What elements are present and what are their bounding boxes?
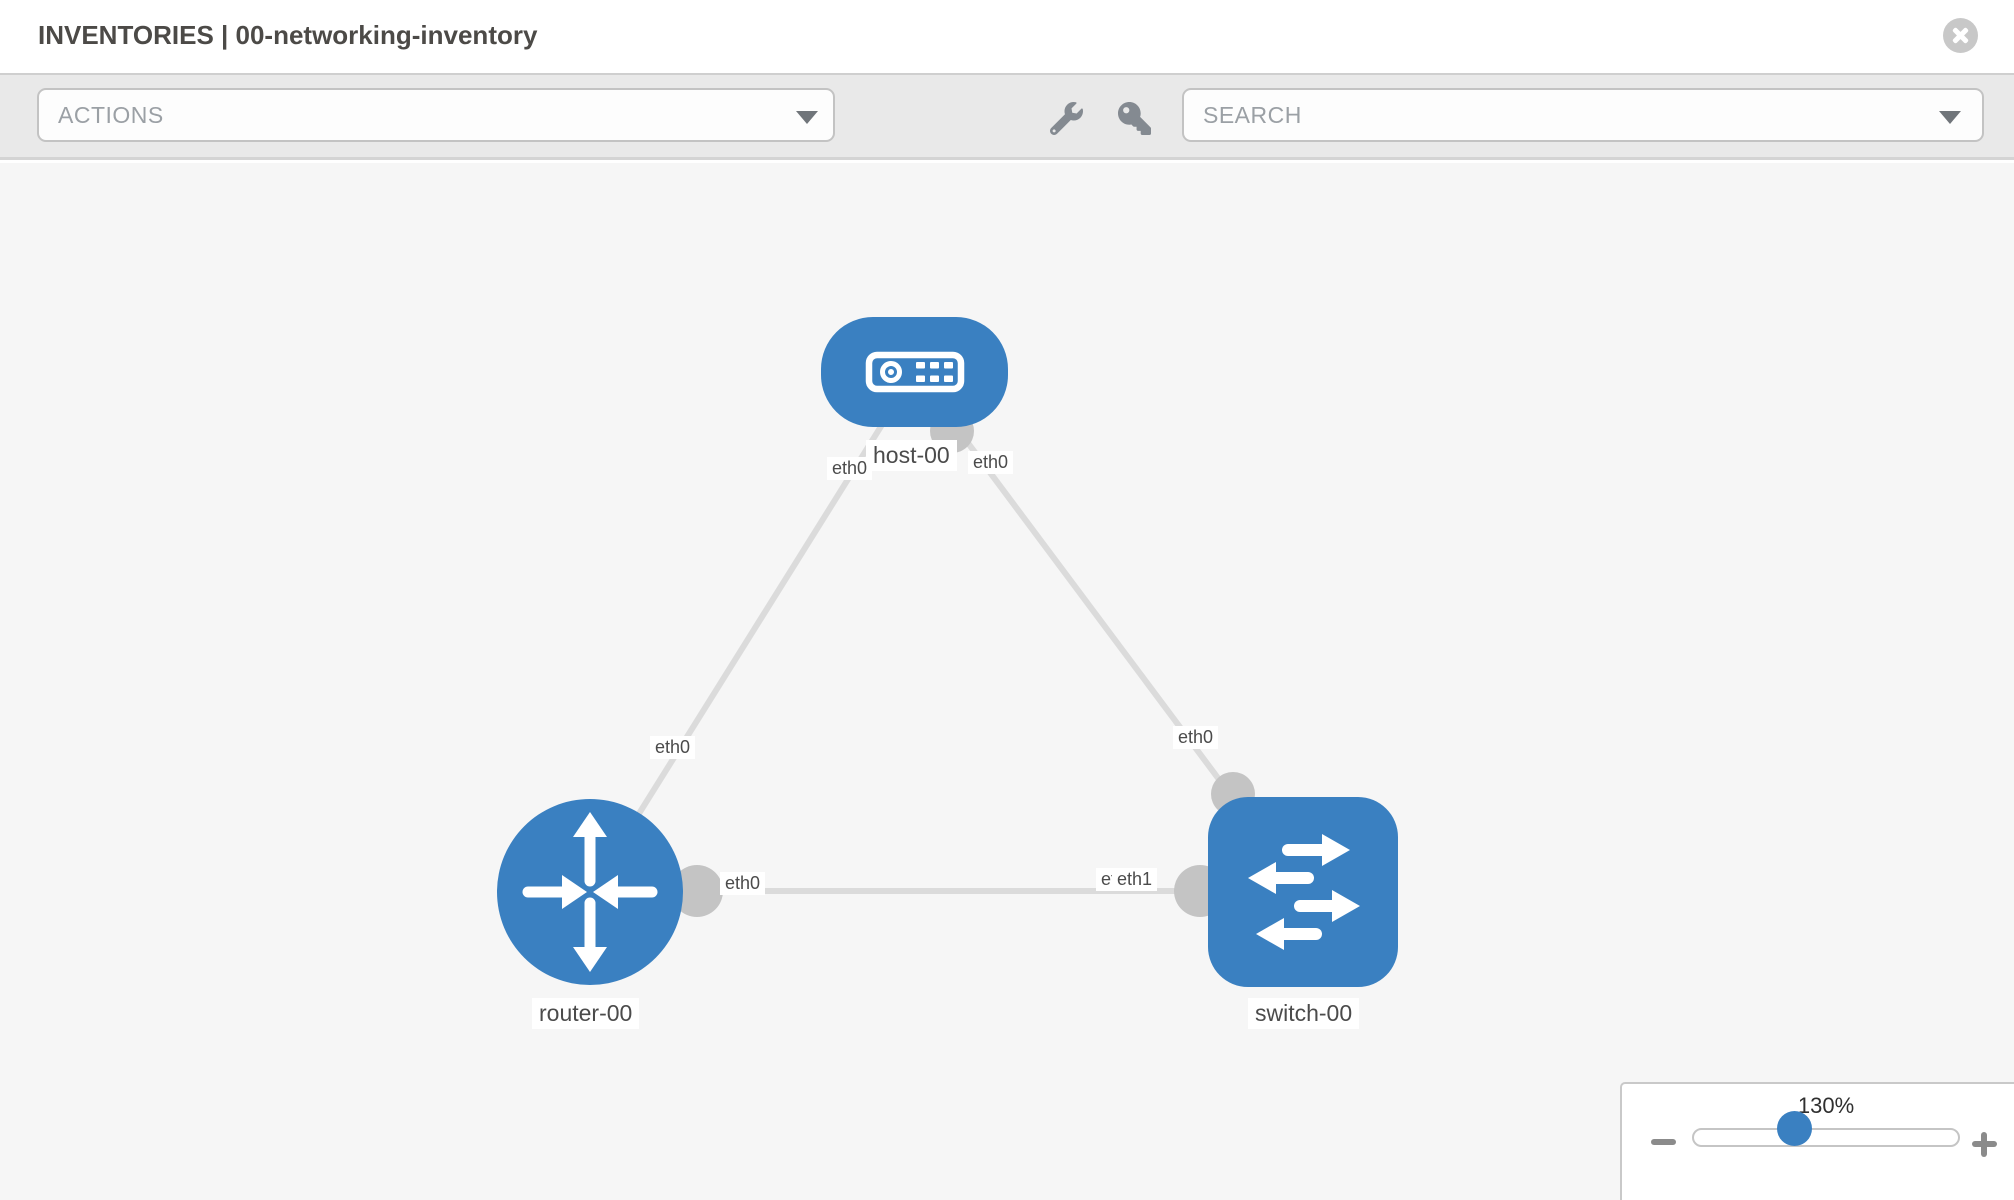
search-dropdown[interactable]: SEARCH [1182, 88, 1984, 142]
page-title: INVENTORIES | 00-networking-inventory [38, 20, 538, 50]
interface-label-router-link-eth0: eth0 [650, 736, 696, 759]
interface-label-router-eth0: eth0 [720, 872, 766, 895]
zoom-level-value: 130% [1797, 1093, 1855, 1118]
router-icon [522, 812, 658, 972]
zoom-slider-track[interactable] [1692, 1128, 1960, 1147]
credentials-button[interactable] [1116, 100, 1152, 136]
interface-label-host-eth0-left: eth0 [827, 457, 873, 480]
chevron-down-icon [796, 111, 818, 124]
key-icon [1117, 101, 1151, 135]
header: INVENTORIES | 00-networking-inventory [0, 0, 2014, 73]
zoom-panel: 130% − + [1620, 1082, 2014, 1200]
toolbar: ACTIONS SEARCH [0, 73, 2014, 160]
interface-label-switch-eth1: eth1 [1112, 868, 1158, 891]
search-placeholder: SEARCH [1203, 101, 1302, 128]
close-button[interactable] [1943, 18, 1978, 53]
interface-dot-router [671, 865, 723, 917]
topology-canvas[interactable] [0, 163, 2014, 1200]
plus-icon [1981, 1132, 1987, 1157]
actions-dropdown-label: ACTIONS [58, 101, 164, 128]
node-switch-00[interactable] [1208, 797, 1398, 987]
node-host-00[interactable] [821, 317, 1008, 427]
node-router-00[interactable] [497, 799, 683, 985]
node-label-router: router-00 [532, 998, 640, 1029]
zoom-in-button[interactable]: + [1972, 1132, 1997, 1157]
actions-dropdown[interactable]: ACTIONS [37, 88, 835, 142]
node-label-host: host-00 [866, 440, 957, 471]
host-icon [865, 351, 964, 393]
configure-button[interactable] [1048, 100, 1084, 136]
zoom-out-button[interactable]: − [1651, 1139, 1676, 1145]
interface-label-host-eth0-right: eth0 [968, 451, 1014, 474]
zoom-slider-handle[interactable] [1777, 1111, 1812, 1146]
interface-label-switch-link-eth0: eth0 [1173, 726, 1219, 749]
node-label-switch: switch-00 [1248, 998, 1360, 1029]
chevron-down-icon [1939, 111, 1961, 124]
wrench-icon [1049, 101, 1083, 135]
switch-icon [1248, 834, 1360, 950]
